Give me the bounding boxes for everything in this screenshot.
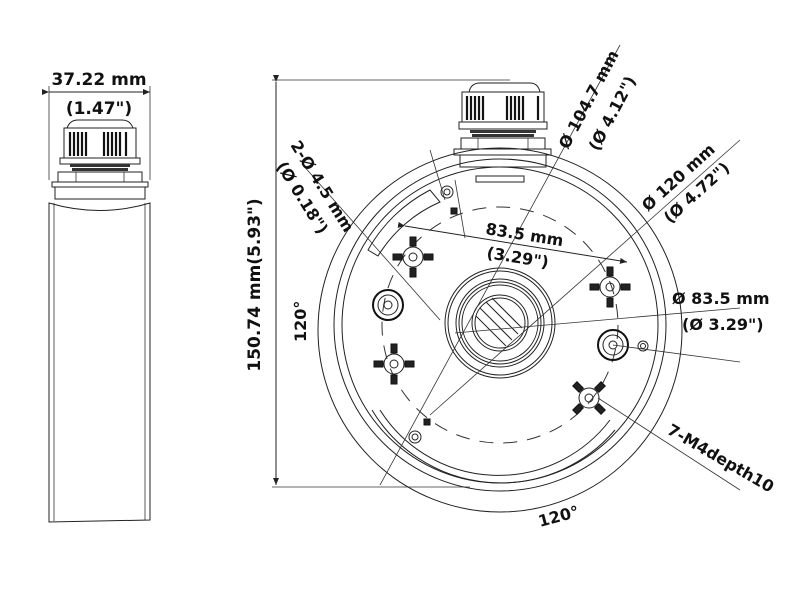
side-view: 37.22 mm (1.47") bbox=[42, 70, 151, 523]
screw-hole-right bbox=[637, 340, 649, 352]
cable-gland-side bbox=[51, 119, 149, 200]
leader-dia-120 bbox=[429, 139, 741, 416]
dashed-bolt-circle bbox=[381, 206, 619, 444]
mounting-boss-1 bbox=[392, 236, 434, 278]
dia-83-in-label: (Ø 3.29") bbox=[682, 315, 764, 334]
angle-leader-top bbox=[429, 149, 446, 201]
cable-gland-front bbox=[453, 82, 552, 168]
front-view: 150.74 mm(5.93") bbox=[245, 44, 777, 531]
side-body bbox=[48, 202, 151, 523]
height-label: 150.74 mm(5.93") bbox=[245, 198, 265, 371]
body-outline bbox=[333, 158, 667, 492]
screw-hole-bottom bbox=[408, 430, 422, 444]
angle-left-label: 120° bbox=[291, 301, 310, 342]
side-width-mm-label: 37.22 mm bbox=[51, 70, 146, 90]
round-boss-left bbox=[372, 289, 404, 321]
angle-leader bbox=[454, 179, 466, 239]
round-boss-right bbox=[597, 329, 629, 361]
angle-bottom-label: 120° bbox=[536, 502, 581, 531]
dia-83-mm-label: Ø 83.5 mm bbox=[672, 289, 770, 308]
leader-dia-83 bbox=[454, 307, 741, 334]
mounting-boss-4 bbox=[572, 381, 606, 415]
outer-arc-120 bbox=[317, 147, 683, 513]
inner-slot-bottom bbox=[371, 409, 616, 484]
mounting-boss-2 bbox=[373, 343, 415, 385]
screw-nub bbox=[423, 418, 431, 426]
leader-hole-spec bbox=[301, 163, 441, 321]
span-83-dimension-line bbox=[397, 221, 628, 264]
slot-top-left bbox=[367, 189, 441, 257]
screw-nub bbox=[450, 207, 458, 215]
top-thread-slot bbox=[475, 175, 525, 183]
extension-dia-83 bbox=[612, 344, 741, 363]
thread-spec-label: 7-M4depth10 bbox=[664, 420, 777, 496]
leader-thread-spec bbox=[597, 397, 741, 491]
screw-hole-top bbox=[440, 185, 454, 199]
leader-dia-104 bbox=[379, 44, 621, 486]
side-width-in-label: (1.47") bbox=[66, 99, 132, 119]
center-hub bbox=[444, 267, 556, 379]
mounting-boss-3 bbox=[589, 266, 631, 308]
